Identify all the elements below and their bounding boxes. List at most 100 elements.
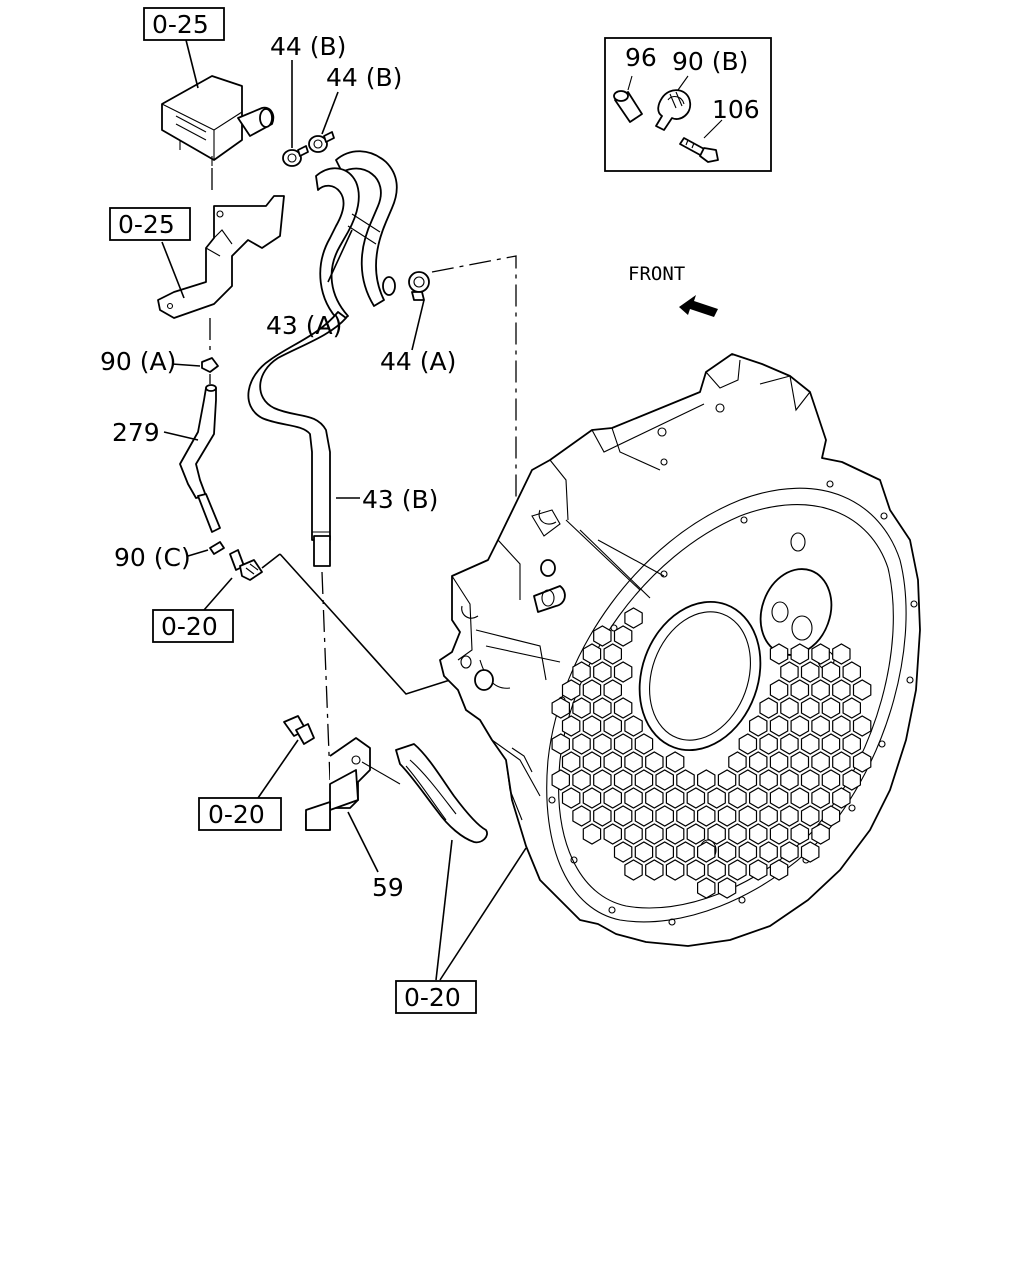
honeycomb-cell	[821, 805, 841, 827]
honeycomb-cell	[676, 841, 695, 863]
honeycomb-cell	[665, 751, 685, 773]
label-44b-1: 44 (B)	[270, 32, 346, 61]
honeycomb-cell	[748, 823, 768, 845]
honeycomb-cell	[645, 787, 664, 809]
honeycomb-cell	[832, 751, 851, 773]
honeycomb-cell	[790, 751, 810, 773]
strut	[395, 743, 488, 844]
honeycomb-cell	[842, 733, 862, 755]
honeycomb-cell	[759, 769, 778, 791]
honeycomb-cell	[790, 715, 810, 737]
honeycomb-cell	[748, 715, 768, 737]
label-43a: 43 (A)	[266, 311, 342, 340]
honeycomb-cell	[634, 733, 654, 755]
label-90a: 90 (A)	[100, 347, 176, 376]
honeycomb-cell	[842, 697, 862, 719]
honeycomb-cell	[624, 859, 643, 881]
honeycomb-cell	[624, 607, 643, 629]
honeycomb-cell	[748, 859, 768, 881]
honeycomb-cell	[832, 643, 851, 665]
honeycomb-cell	[728, 751, 747, 773]
honeycomb-cell	[832, 715, 851, 737]
honeycomb-cell	[780, 769, 799, 791]
honeycomb-cell	[769, 787, 789, 809]
honeycomb-cell	[748, 751, 768, 773]
honeycomb-cell	[634, 841, 654, 863]
honeycomb-cell	[769, 859, 789, 881]
honeycomb-cell	[759, 697, 778, 719]
honeycomb-cell	[707, 787, 726, 809]
ref-label: 0-25	[118, 210, 175, 239]
honeycomb-cover	[551, 607, 872, 899]
label-44a: 44 (A)	[380, 347, 456, 376]
honeycomb-cell	[800, 805, 820, 827]
honeycomb-cell	[717, 841, 737, 863]
honeycomb-cell	[790, 679, 810, 701]
honeycomb-cell	[593, 769, 612, 791]
honeycomb-cell	[634, 805, 654, 827]
honeycomb-cell	[769, 643, 789, 665]
bolt-106	[679, 137, 719, 163]
honeycomb-cell	[852, 751, 872, 773]
honeycomb-cell	[769, 823, 789, 845]
label-43b: 43 (B)	[362, 485, 438, 514]
inset-label-90b: 90 (B)	[672, 47, 748, 76]
honeycomb-cell	[582, 823, 602, 845]
honeycomb-cell	[582, 787, 602, 809]
hose-43a	[315, 150, 398, 323]
honeycomb-cell	[572, 733, 591, 755]
honeycomb-cell	[686, 859, 706, 881]
honeycomb-cell	[603, 643, 623, 665]
honeycomb-cell	[811, 643, 830, 665]
honeycomb-cell	[738, 841, 758, 863]
honeycomb-cell	[551, 733, 571, 755]
honeycomb-cell	[624, 751, 643, 773]
honeycomb-cell	[811, 715, 830, 737]
honeycomb-cell	[572, 661, 591, 683]
bracket-59	[305, 737, 371, 831]
honeycomb-cell	[717, 769, 737, 791]
ref-label: 0-25	[152, 10, 209, 39]
honeycomb-cell	[551, 697, 571, 719]
honeycomb-cell	[686, 787, 706, 809]
honeycomb-cell	[613, 805, 633, 827]
honeycomb-cell	[852, 715, 872, 737]
honeycomb-cell	[665, 787, 685, 809]
honeycomb-cell	[707, 859, 726, 881]
honeycomb-cell	[676, 805, 695, 827]
honeycomb-cell	[821, 733, 841, 755]
honeycomb-cell	[582, 715, 602, 737]
honeycomb-cell	[613, 661, 633, 683]
honeycomb-cell	[728, 787, 747, 809]
honeycomb-cell	[821, 769, 841, 791]
honeycomb-cell	[655, 805, 675, 827]
honeycomb-cell	[624, 823, 643, 845]
honeycomb-cell	[551, 769, 571, 791]
honeycomb-cell	[624, 787, 643, 809]
honeycomb-cell	[832, 787, 851, 809]
label-44b-2: 44 (B)	[326, 63, 402, 92]
honeycomb-cell	[686, 823, 706, 845]
honeycomb-cell	[800, 697, 820, 719]
honeycomb-cell	[655, 769, 675, 791]
ref-box-0-25-mid: 0-25	[109, 207, 191, 241]
honeycomb-cell	[603, 787, 623, 809]
honeycomb-cell	[728, 859, 747, 881]
honeycomb-cell	[780, 841, 799, 863]
honeycomb-cell	[696, 877, 716, 899]
label-90c: 90 (C)	[114, 543, 191, 572]
ref-box-0-20-lower: 0-20	[198, 797, 282, 831]
honeycomb-cell	[593, 733, 612, 755]
honeycomb-cell	[738, 769, 758, 791]
honeycomb-cell	[759, 805, 778, 827]
inset-label-96: 96	[625, 43, 657, 72]
honeycomb-cell	[613, 733, 633, 755]
honeycomb-cell	[603, 823, 623, 845]
honeycomb-cell	[800, 769, 820, 791]
honeycomb-cell	[561, 679, 581, 701]
honeycomb-cell	[561, 751, 581, 773]
honeycomb-cell	[728, 823, 747, 845]
honeycomb-cell	[811, 787, 830, 809]
honeycomb-cell	[790, 643, 810, 665]
